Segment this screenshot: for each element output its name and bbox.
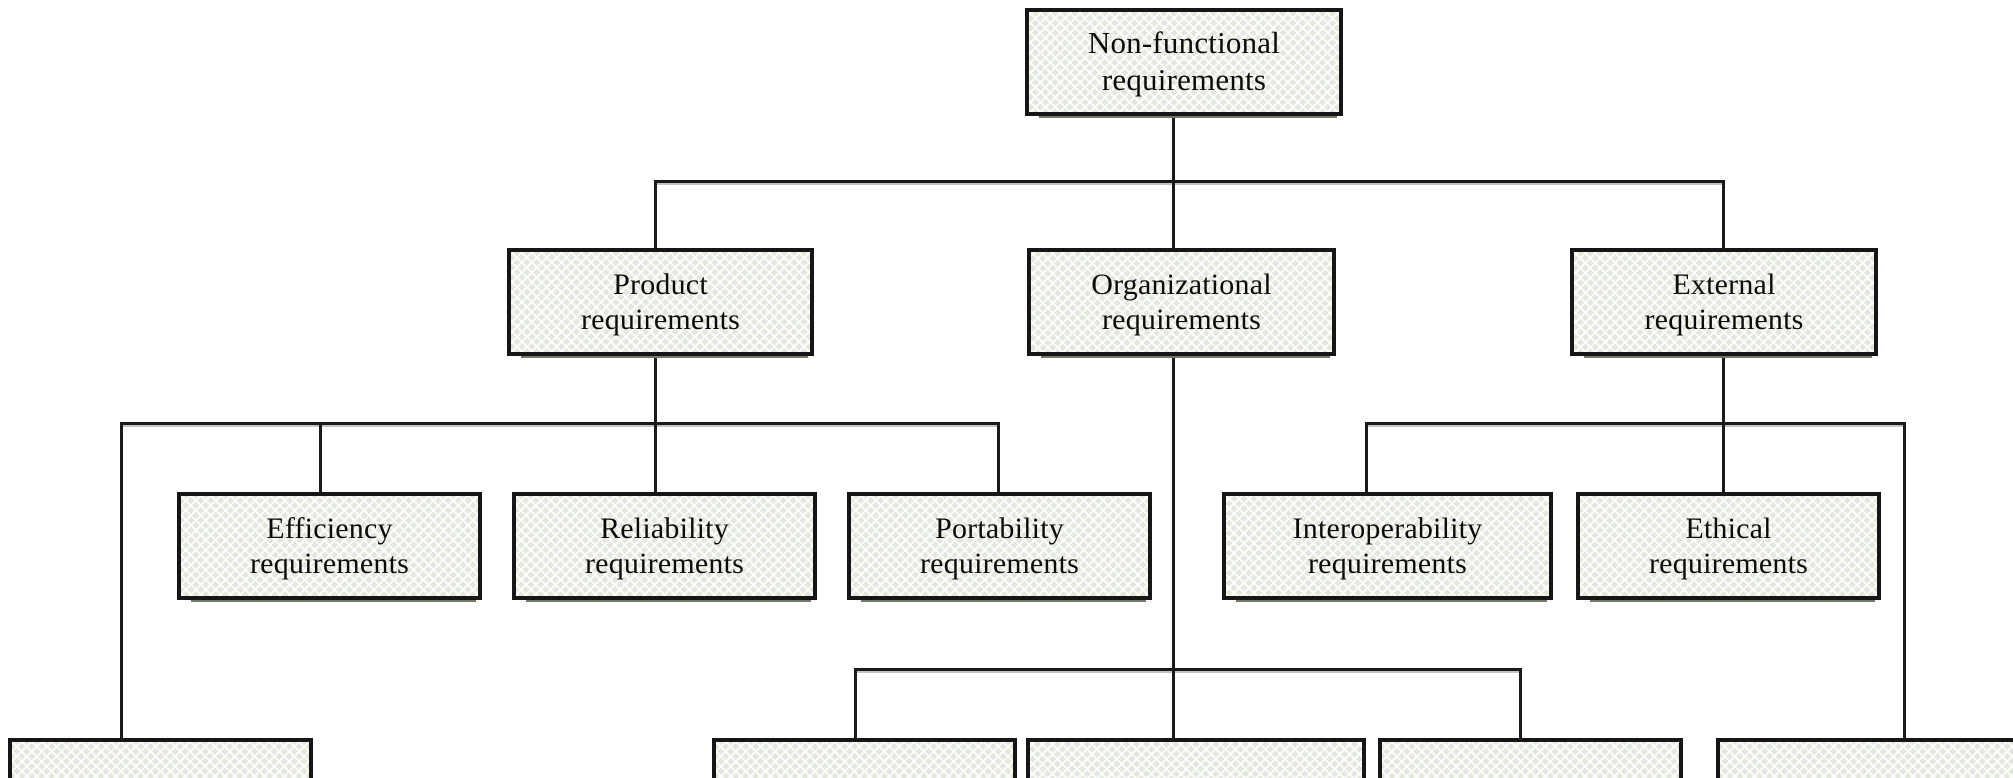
connector-drop-implementation <box>1172 668 1175 740</box>
node-label: Efficiency requirements <box>249 511 409 580</box>
node-label: Interoperability requirements <box>1292 511 1483 580</box>
node-face: Product requirements <box>507 248 814 356</box>
connector-bus-organizational <box>854 668 1522 673</box>
node-face: Legislative <box>1716 738 2013 778</box>
connector-product-stem <box>654 344 657 424</box>
node-label: Organizational requirements <box>1091 267 1272 336</box>
node-face: Ethical requirements <box>1576 492 1881 600</box>
connector-external-stem <box>1722 344 1725 424</box>
node-label: Product requirements <box>580 267 740 336</box>
connector-drop-standards <box>1519 668 1522 740</box>
node-organizational-requirements[interactable]: Organizational requirements <box>1027 248 1336 358</box>
node-label: Delivery <box>722 774 1007 778</box>
node-product-requirements[interactable]: Product requirements <box>507 248 814 358</box>
node-face: Organizational requirements <box>1027 248 1336 356</box>
node-implementation[interactable]: Implementation <box>1026 738 1366 778</box>
connector-drop-efficiency <box>319 422 322 494</box>
node-label: Reliability requirements <box>584 511 744 580</box>
node-delivery[interactable]: Delivery <box>712 738 1017 778</box>
connector-root-stem <box>1172 104 1175 182</box>
node-usability[interactable]: Usability <box>8 738 313 778</box>
node-label: Implementation <box>1036 774 1356 778</box>
node-label: Usability <box>18 774 303 778</box>
node-portability-requirements[interactable]: Portability requirements <box>847 492 1152 602</box>
node-legislative[interactable]: Legislative <box>1716 738 2013 778</box>
connector-organizational-stem <box>1172 344 1175 670</box>
node-external-requirements[interactable]: External requirements <box>1570 248 1878 358</box>
node-face: Portability requirements <box>847 492 1152 600</box>
node-reliability-requirements[interactable]: Reliability requirements <box>512 492 817 602</box>
node-face: Reliability requirements <box>512 492 817 600</box>
node-non-functional-requirements[interactable]: Non-functional requirements <box>1025 8 1343 118</box>
node-interoperability-requirements[interactable]: Interoperability requirements <box>1222 492 1553 602</box>
node-face: Interoperability requirements <box>1222 492 1553 600</box>
connector-bus-external <box>1365 422 1906 427</box>
connector-drop-reliability <box>654 422 657 494</box>
node-standards[interactable]: Standards <box>1378 738 1683 778</box>
connector-drop-legislative <box>1903 422 1906 740</box>
node-face: Usability <box>8 738 313 778</box>
connector-bus-product <box>120 422 1000 427</box>
node-face: External requirements <box>1570 248 1878 356</box>
node-face: Standards <box>1378 738 1683 778</box>
node-face: Implementation <box>1026 738 1366 778</box>
connector-drop-product <box>654 180 657 250</box>
node-efficiency-requirements[interactable]: Efficiency requirements <box>177 492 482 602</box>
node-label: Portability requirements <box>919 511 1079 580</box>
node-label: External requirements <box>1644 267 1804 336</box>
connector-drop-usability <box>120 422 123 740</box>
connector-drop-organizational <box>1172 180 1175 250</box>
node-face: Delivery <box>712 738 1017 778</box>
connector-drop-interoperability <box>1365 422 1368 494</box>
connector-drop-ethical <box>1722 422 1725 494</box>
node-face: Efficiency requirements <box>177 492 482 600</box>
connector-drop-external <box>1722 180 1725 250</box>
node-ethical-requirements[interactable]: Ethical requirements <box>1576 492 1881 602</box>
node-label: Non-functional requirements <box>1087 25 1281 97</box>
node-label: Ethical requirements <box>1648 511 1808 580</box>
node-label: Legislative <box>1726 774 2011 778</box>
connector-drop-delivery <box>854 668 857 740</box>
connector-drop-portability <box>997 422 1000 494</box>
node-face: Non-functional requirements <box>1025 8 1343 116</box>
connector-bus-level2 <box>654 180 1724 185</box>
node-label: Standards <box>1388 774 1673 778</box>
